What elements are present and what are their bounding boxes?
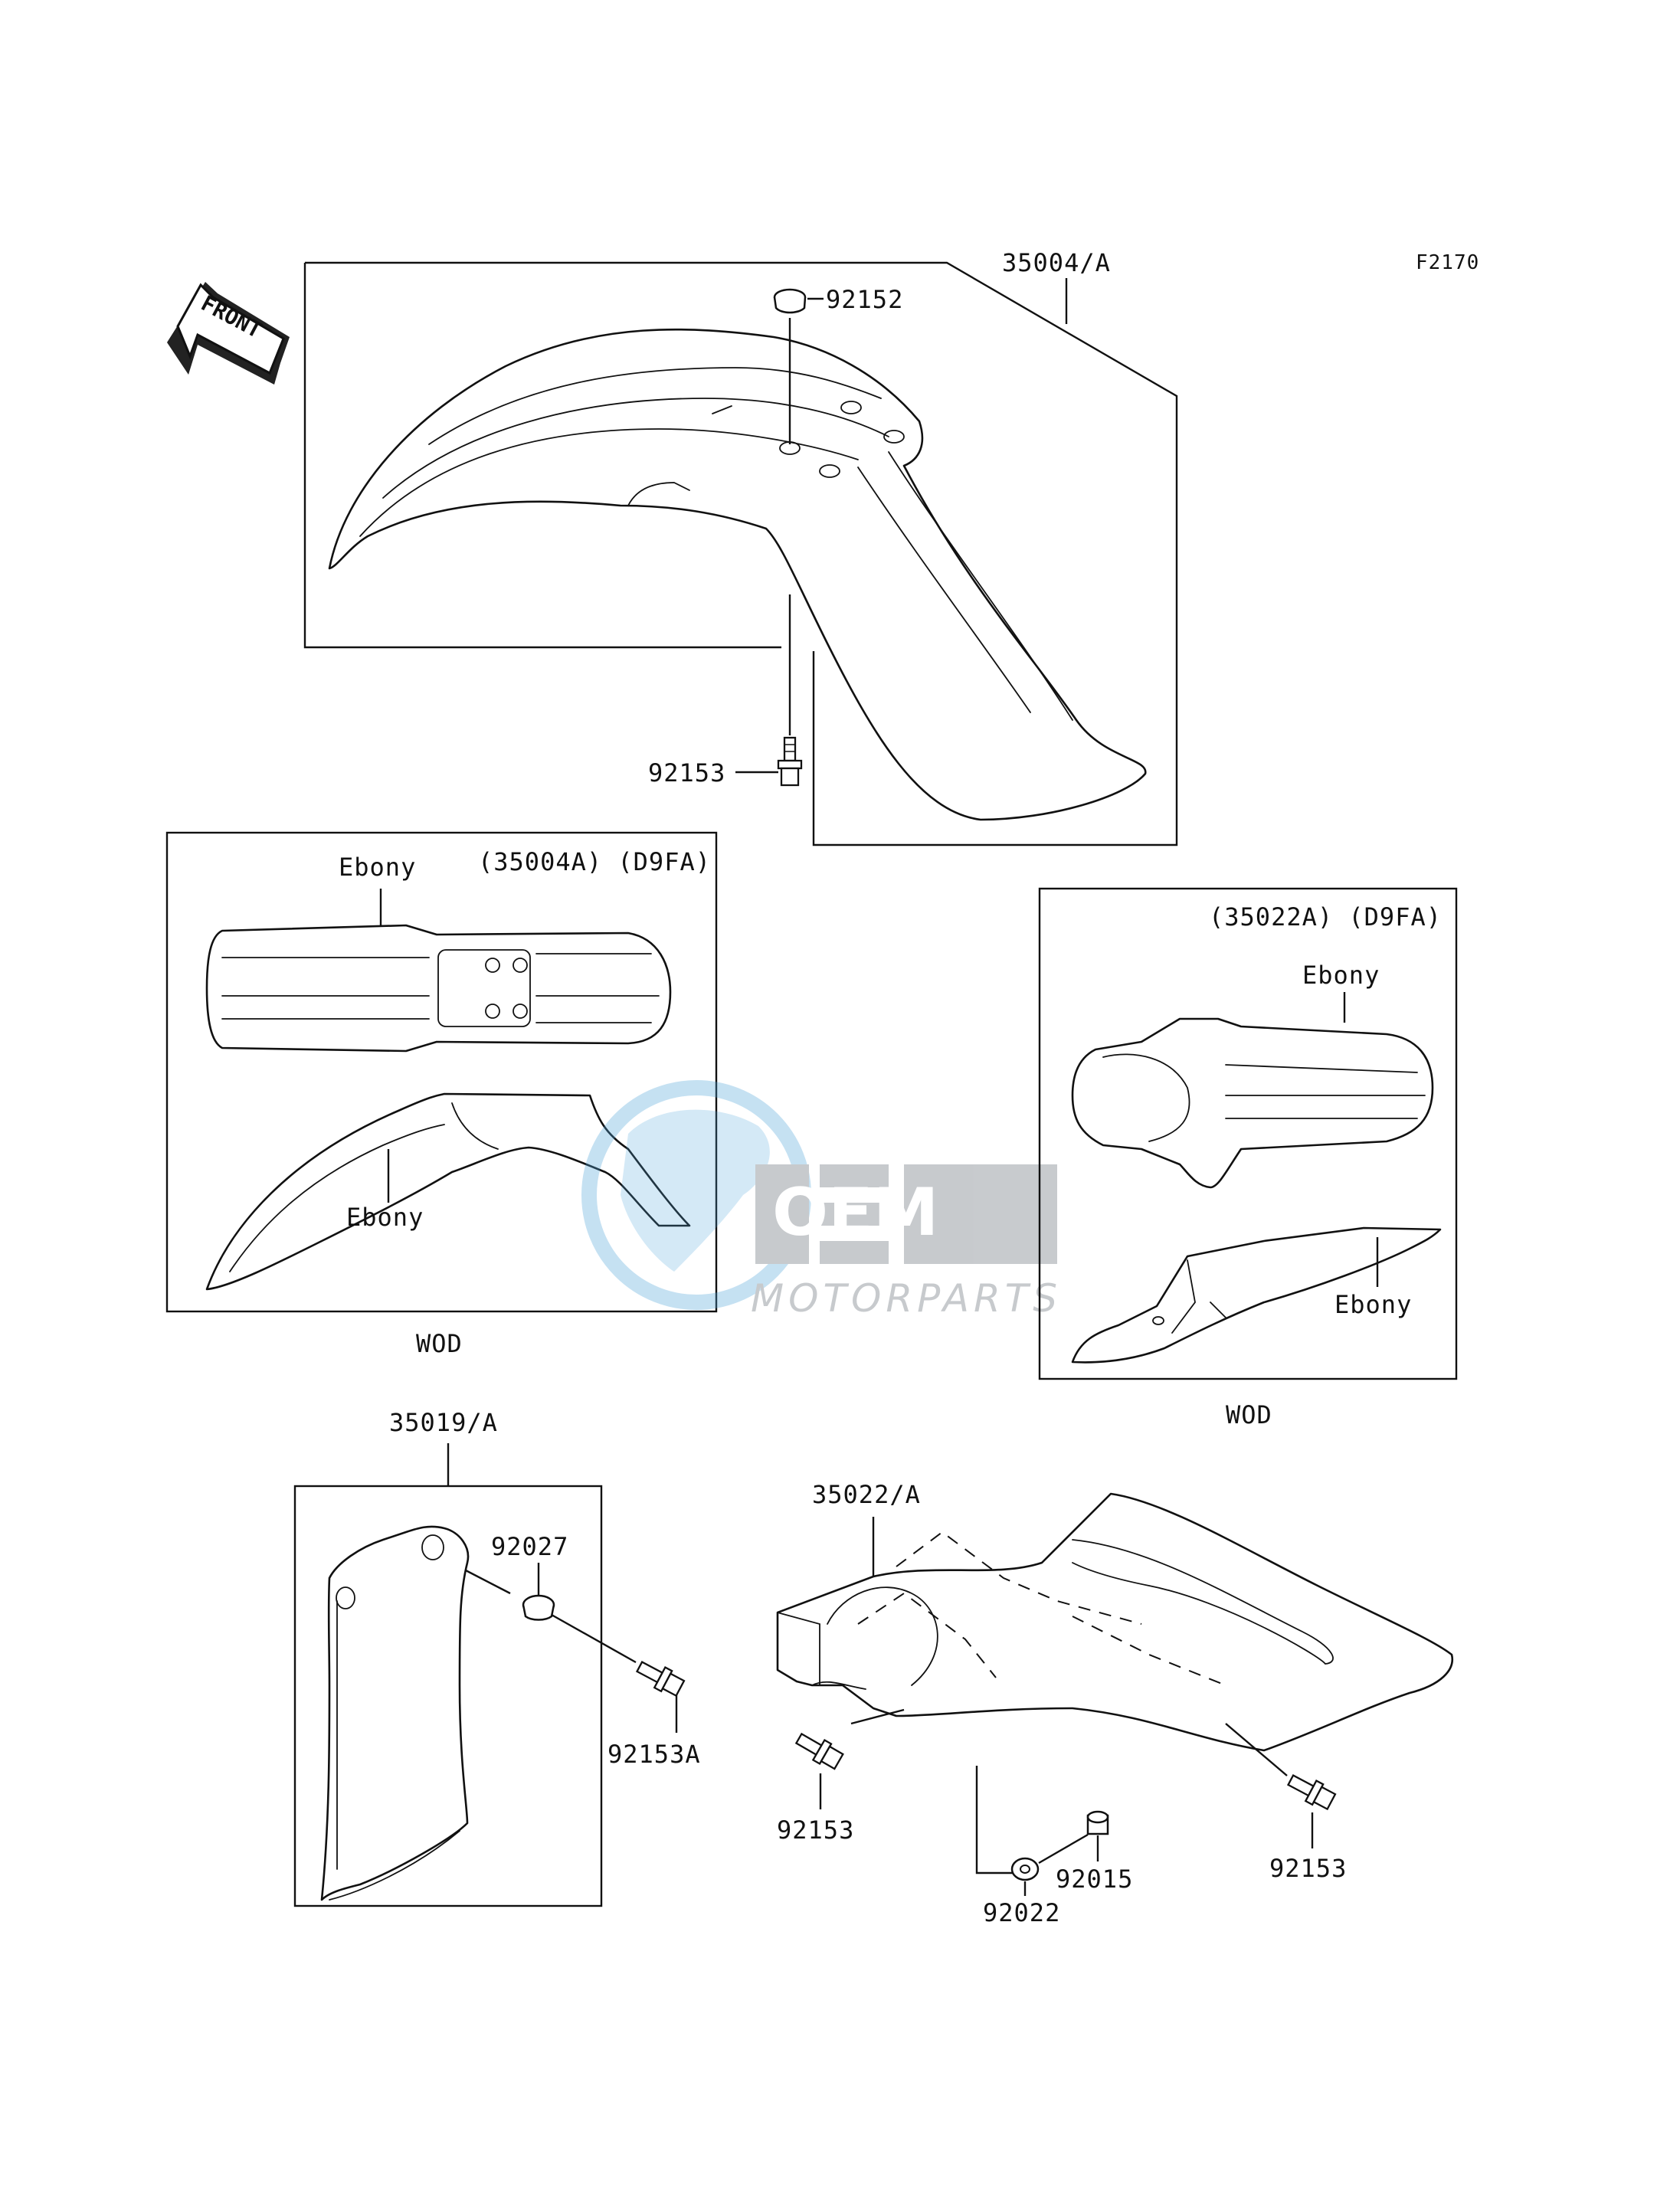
collar-icon	[522, 1594, 555, 1621]
cap-callout: 92152	[826, 285, 903, 314]
bolt-callout: 92153	[648, 758, 725, 787]
bolt-icon	[777, 736, 803, 787]
front-fender-frame	[305, 261, 1178, 846]
washer-icon	[1010, 1857, 1040, 1881]
rear-variant-heading: (35022A) (D9FA)	[1209, 902, 1442, 932]
oem-motorparts-watermark: OEM MOTORPARTS	[581, 1080, 1062, 1321]
side-guard-bolt-callout: 92153A	[607, 1740, 701, 1769]
side-guard	[320, 1525, 470, 1901]
rear-fender-top-view	[1071, 1017, 1434, 1189]
collar-nut-icon	[1086, 1810, 1109, 1835]
front-fender-part-number: 35004/A	[1002, 248, 1111, 277]
watermark-brand: OEM	[772, 1174, 938, 1251]
side-guard-group: 35019/A 92027 92153A	[293, 1408, 701, 1907]
rear-fender-variant-panel: (35022A) (D9FA) Ebony Ebony WOD	[1038, 887, 1458, 1429]
rear-fender	[776, 1492, 1454, 1752]
diagram-code: F2170	[1416, 251, 1479, 274]
front-variant-color-top: Ebony	[339, 853, 416, 882]
front-direction-arrow-icon: FRONT	[167, 282, 290, 385]
watermark-subtitle: MOTORPARTS	[751, 1276, 1062, 1321]
fender-cap-icon	[773, 288, 807, 314]
rear-fender-side-view	[1071, 1226, 1442, 1364]
front-fender-group: 35004/A 92152 92153	[303, 248, 1178, 846]
rear-bolt-left-callout: 92153	[777, 1816, 854, 1845]
rear-fender-group: 35022/A 92153 92153	[776, 1480, 1454, 1927]
front-variant-heading: (35004A) (D9FA)	[478, 847, 711, 876]
front-fender-side-view	[205, 1092, 691, 1291]
side-guard-part-number: 35019/A	[389, 1408, 498, 1437]
rear-variant-model: WOD	[1226, 1400, 1272, 1429]
rear-collar-callout: 92015	[1056, 1865, 1133, 1894]
bolt-icon	[1286, 1774, 1337, 1811]
rear-fender-part-number: 35022/A	[812, 1480, 921, 1509]
front-fender-variant-panel: (35004A) (D9FA) Ebony Ebony WOD	[165, 831, 718, 1358]
front-fender	[328, 328, 1147, 821]
front-variant-model: WOD	[416, 1329, 463, 1358]
collar-callout: 92027	[491, 1532, 568, 1561]
front-variant-color-side: Ebony	[346, 1203, 424, 1232]
rear-variant-color-top: Ebony	[1302, 961, 1380, 990]
bolt-icon	[635, 1661, 686, 1698]
rear-variant-color-side: Ebony	[1335, 1290, 1412, 1319]
rear-washer-callout: 92022	[983, 1898, 1060, 1927]
bolt-icon	[794, 1732, 844, 1770]
rear-bolt-right-callout: 92153	[1269, 1854, 1347, 1883]
